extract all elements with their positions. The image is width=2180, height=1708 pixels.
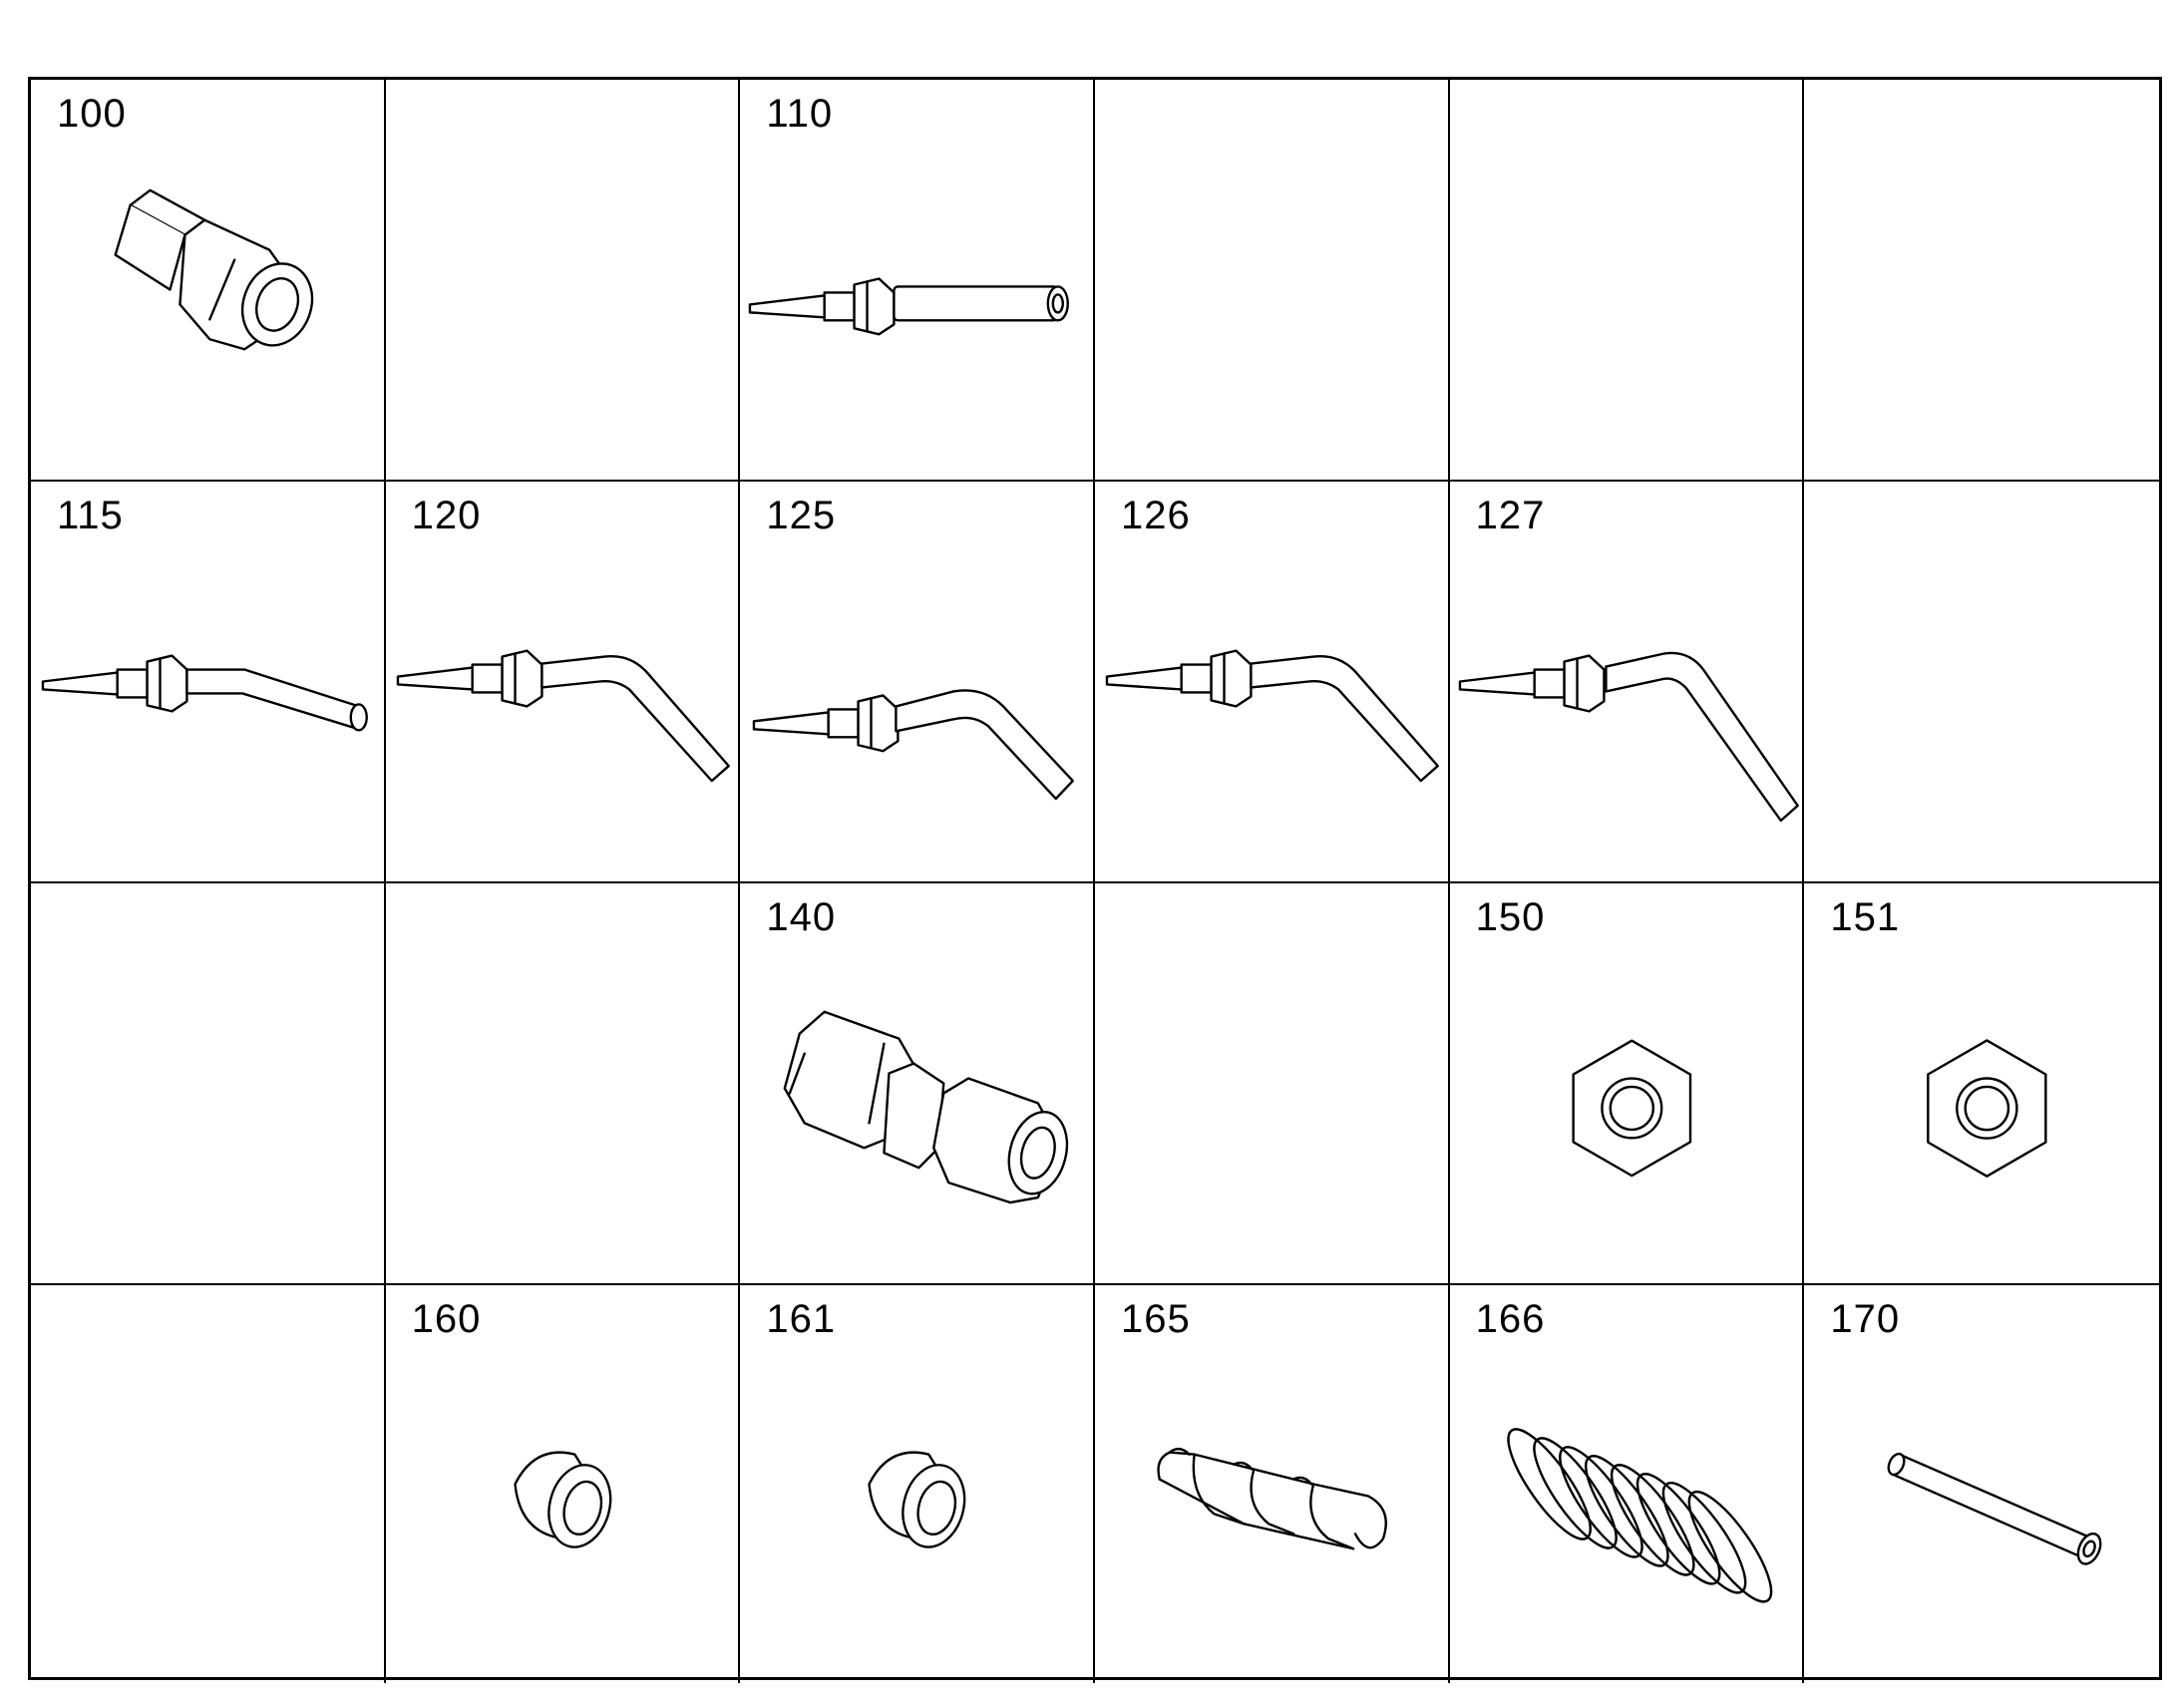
part-number-label: 151 [1830, 895, 1901, 939]
part-number-label: 150 [1475, 895, 1546, 939]
part-cell-170: 170 [1804, 1285, 2159, 1683]
part-cell-120: 120 [385, 482, 741, 883]
part-number-label: 100 [57, 92, 127, 136]
short-bent-tube-icon [753, 689, 1075, 801]
straight-tube-stub-icon [749, 277, 1070, 336]
part-cell-127: 127 [1449, 482, 1805, 883]
part-number-label: 126 [1120, 494, 1191, 537]
hex-nut-icon [1927, 1039, 2047, 1178]
part-cell-empty [385, 80, 741, 482]
coil-spring-icon [1506, 1428, 1772, 1603]
straight-union-icon [783, 1010, 1069, 1204]
ferrule-icon [868, 1451, 966, 1548]
hex-nut-icon [1572, 1039, 1691, 1178]
bent-tube-icon [1105, 649, 1439, 783]
part-cell-140: 140 [740, 883, 1095, 1285]
part-cell-166: 166 [1450, 1285, 1805, 1683]
part-cell-161: 161 [740, 1285, 1095, 1683]
part-cell-150: 150 [1449, 883, 1805, 1285]
long-bent-tube-icon [1458, 651, 1799, 823]
part-cell-empty [1449, 80, 1805, 482]
shallow-bent-tube-icon [41, 654, 368, 732]
parts-grid: 100 110 115 120 125 126 127 140 150 151 16… [28, 77, 2162, 1683]
part-number-label: 160 [411, 1297, 482, 1341]
part-number-label: 127 [1475, 494, 1546, 537]
part-cell-empty [1804, 80, 2159, 482]
part-cell-126: 126 [1094, 482, 1450, 883]
part-number-label: 140 [766, 895, 837, 939]
part-cell-110: 110 [740, 80, 1095, 482]
union-fitting-icon [114, 188, 314, 351]
part-cell-empty [1094, 80, 1450, 482]
bent-tube-icon [396, 649, 730, 783]
ferrule-icon [513, 1451, 611, 1548]
part-number-label: 170 [1830, 1297, 1901, 1341]
part-cell-empty [31, 1285, 386, 1683]
part-cell-160: 160 [386, 1285, 741, 1683]
part-cell-115: 115 [31, 482, 386, 883]
part-cell-100: 100 [31, 80, 386, 482]
part-number-label: 166 [1475, 1297, 1546, 1341]
part-number-label: 161 [766, 1297, 837, 1341]
part-cell-125: 125 [740, 482, 1095, 883]
part-cell-empty [1804, 482, 2159, 883]
part-cell-empty [31, 883, 386, 1285]
part-cell-empty [385, 883, 741, 1285]
part-cell-165: 165 [1095, 1285, 1450, 1683]
part-number-label: 165 [1120, 1297, 1191, 1341]
part-number-label: 110 [766, 92, 834, 136]
part-number-label: 125 [766, 494, 837, 537]
part-cell-151: 151 [1804, 883, 2159, 1285]
tube-icon [1887, 1452, 2102, 1565]
spiral-guard-icon [1157, 1447, 1387, 1550]
part-number-label: 115 [57, 494, 124, 537]
part-number-label: 120 [411, 494, 482, 537]
part-cell-empty [1094, 883, 1450, 1285]
